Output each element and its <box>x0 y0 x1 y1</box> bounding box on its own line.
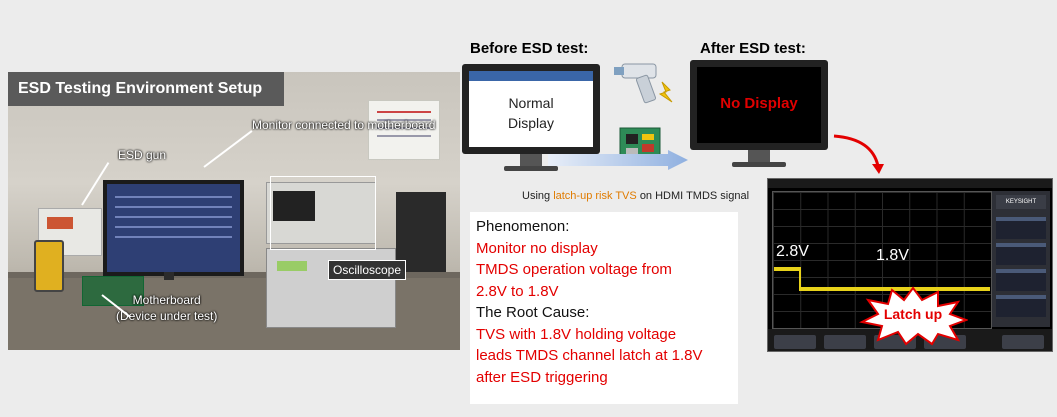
no-display-screen: No Display <box>697 67 821 143</box>
callout-motherboard-line2: (Device under test) <box>116 309 218 323</box>
using-prefix: Using <box>522 190 551 202</box>
trace-high-segment <box>774 267 800 271</box>
voltage-low-label: 1.8V <box>876 247 909 264</box>
root-cause-2: leads TMDS channel latch at 1.8V <box>476 347 703 364</box>
phenomenon-3: 2.8V to 1.8V <box>476 282 559 300</box>
scope-status-bar <box>768 179 1052 188</box>
using-suffix: on HDMI TMDS signal <box>639 190 750 202</box>
flow-arrow-icon <box>548 150 688 170</box>
callout-motherboard: Motherboard (Device under test) <box>116 292 217 324</box>
lab-monitor <box>103 180 244 276</box>
latch-up-burst: Latch up <box>858 286 969 346</box>
trace-low-segment <box>800 287 990 291</box>
multimeter <box>34 240 64 292</box>
root-cause-label: The Root Cause: <box>476 304 590 321</box>
callout-esd-gun: ESD gun <box>118 148 167 162</box>
scope-side-panel: KEYSIGHT <box>992 191 1050 327</box>
explanation-box: Phenomenon: Monitor no display TMDS oper… <box>470 212 738 404</box>
scope-softkeys <box>768 329 1052 351</box>
before-header: Before ESD test: <box>470 40 589 57</box>
phenomenon-label: Phenomenon: <box>476 218 570 235</box>
root-cause-3: after ESD triggering <box>476 368 608 386</box>
normal-line2: Display <box>508 115 554 131</box>
callout-monitor-line <box>203 130 253 168</box>
callout-oscilloscope: Oscilloscope <box>328 260 407 280</box>
photo-title: ESD Testing Environment Setup <box>8 72 284 106</box>
callout-monitor: Monitor connected to motherboard <box>252 118 436 132</box>
lab-monitor-stand <box>164 272 174 280</box>
scope-brand: KEYSIGHT <box>996 195 1046 209</box>
latch-up-label: Latch up <box>883 306 943 322</box>
wall-notice <box>368 100 440 160</box>
root-cause-1: TVS with 1.8V holding voltage <box>476 325 677 343</box>
trace-step <box>799 267 801 291</box>
phenomenon-1: Monitor no display <box>476 239 598 257</box>
esd-gun-icon <box>614 63 673 104</box>
phenomenon-2: TMDS operation voltage from <box>476 261 672 278</box>
lab-photo: ESD Testing Environment Setup Monitor co… <box>8 72 460 350</box>
normal-line1: Normal <box>508 95 554 111</box>
using-highlight: latch-up risk TVS <box>553 190 637 202</box>
no-display-label: No Display <box>720 95 798 112</box>
voltage-high-label: 2.8V <box>776 243 809 260</box>
using-caption: Using latch-up risk TVS on HDMI TMDS sig… <box>522 190 749 202</box>
lab-oscilloscope <box>266 182 376 244</box>
callout-motherboard-line1: Motherboard <box>132 293 201 307</box>
normal-display-screen: Normal Display <box>469 71 593 147</box>
motherboard-dut <box>82 276 144 306</box>
red-arrow-icon <box>833 134 884 174</box>
oscilloscope-highlight <box>270 176 376 250</box>
burst-shape <box>858 286 969 346</box>
after-header: After ESD test: <box>700 40 806 57</box>
